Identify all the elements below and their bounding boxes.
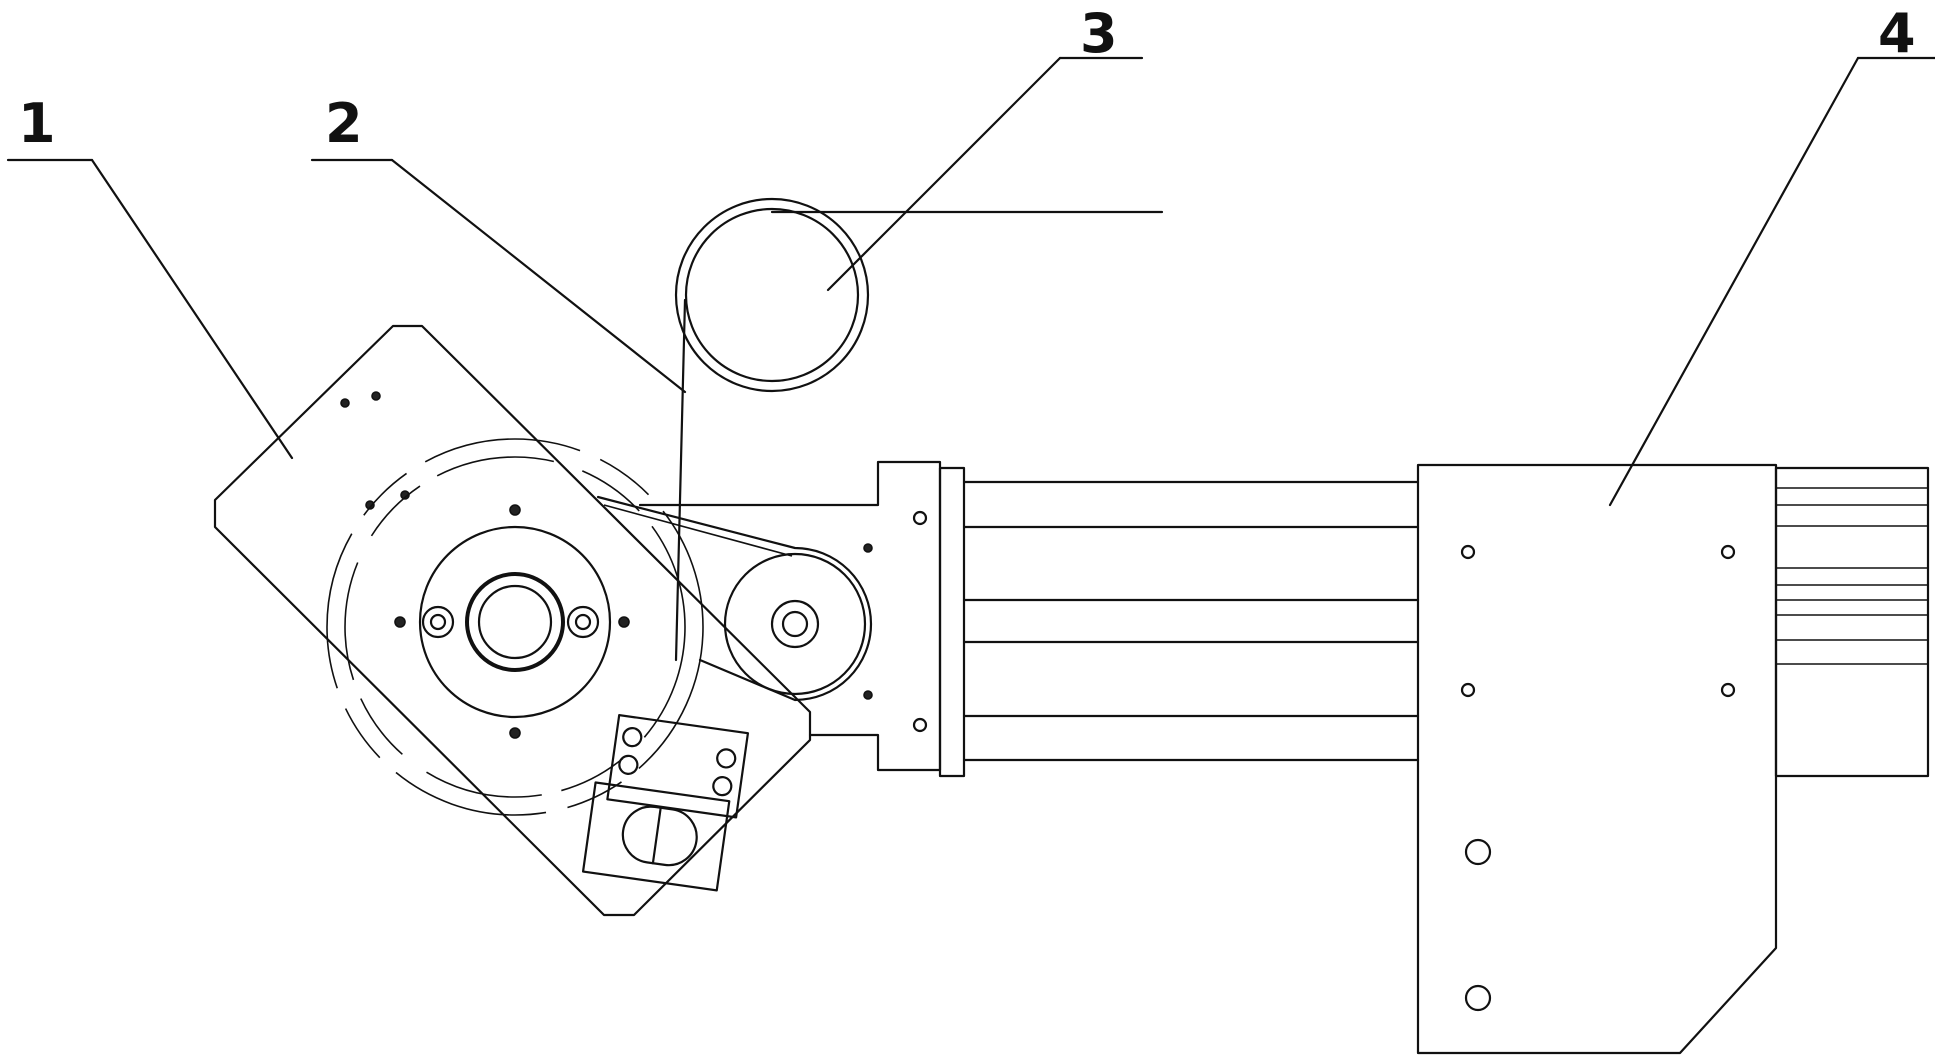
clamp-bolt [716, 748, 736, 768]
clamp-bolt [622, 727, 642, 747]
carriage-hole [1462, 684, 1474, 696]
hub-bolt-core [431, 615, 445, 629]
callout-2-leader [392, 160, 685, 392]
reel-outer-circle [676, 199, 868, 391]
hub-hole [619, 617, 629, 627]
hub-hole [395, 617, 405, 627]
carriage-hole [1722, 546, 1734, 558]
hub-hole [510, 505, 520, 515]
carriage-hole-large [1466, 840, 1490, 864]
hub-bore [479, 586, 551, 658]
plate-hole [372, 392, 380, 400]
callout-3-label: 3 [1080, 2, 1118, 65]
mounting-plate [215, 326, 810, 915]
arm-assembly [640, 462, 964, 776]
pulley-hub [772, 601, 818, 647]
drive-pulley [725, 554, 865, 694]
drive-belt-inner [604, 505, 792, 556]
clamp-bolt [712, 776, 732, 796]
callout-3-leader [828, 58, 1060, 290]
guide-rods [964, 482, 1418, 760]
cylinder-body [1776, 468, 1928, 776]
plate-hole [341, 399, 349, 407]
flange-plate [940, 468, 964, 776]
callout-1-label: 1 [18, 92, 56, 155]
carriage-hole [1722, 684, 1734, 696]
arm-hole [864, 544, 872, 552]
callout-4: 4 [1610, 2, 1935, 505]
hub-hole [510, 728, 520, 738]
carriage-hole-large [1466, 986, 1490, 1010]
reel-inner-circle [686, 209, 858, 381]
flange-hole [914, 512, 926, 524]
callout-1-leader [92, 160, 292, 458]
hub-bolt-core [576, 615, 590, 629]
callout-3: 3 [828, 2, 1142, 290]
carriage-hole [1462, 546, 1474, 558]
callout-2: 2 [312, 92, 685, 392]
carriage-assembly [1418, 465, 1928, 1053]
clamp-bolt [618, 755, 638, 775]
callout-4-leader [1610, 58, 1858, 505]
flange-hole [914, 719, 926, 731]
callout-2-label: 2 [325, 92, 363, 155]
callout-1: 1 [8, 92, 292, 458]
clamp-slot-divider [653, 808, 661, 863]
rotation-arc-outer [327, 439, 703, 815]
hub-ring [467, 574, 563, 670]
drive-belt [598, 497, 871, 700]
pulley-center [783, 612, 807, 636]
wire-reel [676, 199, 1162, 660]
callout-4-label: 4 [1878, 2, 1916, 65]
arm-hole [864, 691, 872, 699]
